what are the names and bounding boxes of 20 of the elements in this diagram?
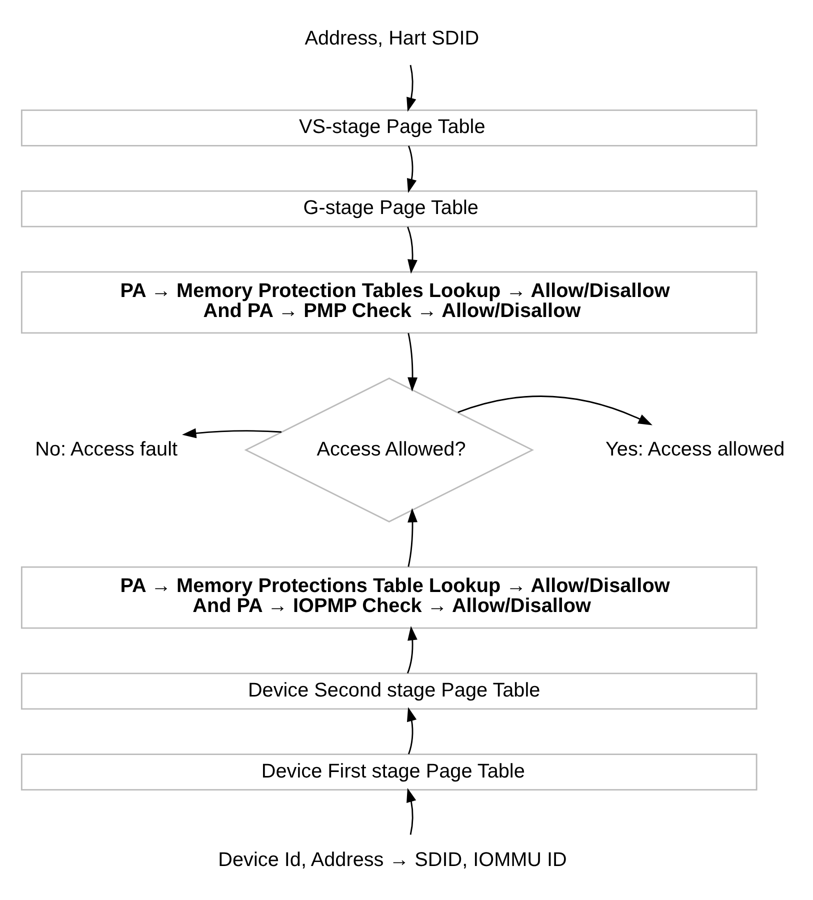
node-box: VS-stage Page Table	[20, 110, 758, 146]
node-text: Address, Hart SDID	[304, 28, 480, 50]
arrow	[406, 146, 417, 193]
node-text: No: Access fault	[35, 438, 178, 460]
node-box: PA → Memory Protections Table Lookup → Allow/Disallow And PA → IOPMP Check → Allow/Disallow	[20, 566, 758, 629]
node-box: Device First stage Page Table	[20, 754, 758, 790]
node-box: G-stage Page Table	[20, 190, 758, 228]
node-text: Yes: Access allowed	[605, 438, 785, 460]
arrow	[406, 64, 416, 112]
node-box: Device Second stage Page Table	[20, 672, 758, 710]
arrow	[406, 626, 418, 674]
arrow	[408, 508, 418, 567]
arrow	[406, 788, 416, 835]
arrow	[408, 333, 418, 392]
arrow	[182, 428, 282, 438]
node-box: PA → Memory Protection Tables Lookup → Allow/Disallow And PA → PMP Check → Allow/Disallow	[20, 271, 758, 334]
node-text: Device Id, Address → SDID, IOMMU ID	[218, 848, 567, 871]
arrow	[406, 707, 417, 754]
arrow	[407, 226, 418, 274]
arrow	[458, 396, 652, 426]
